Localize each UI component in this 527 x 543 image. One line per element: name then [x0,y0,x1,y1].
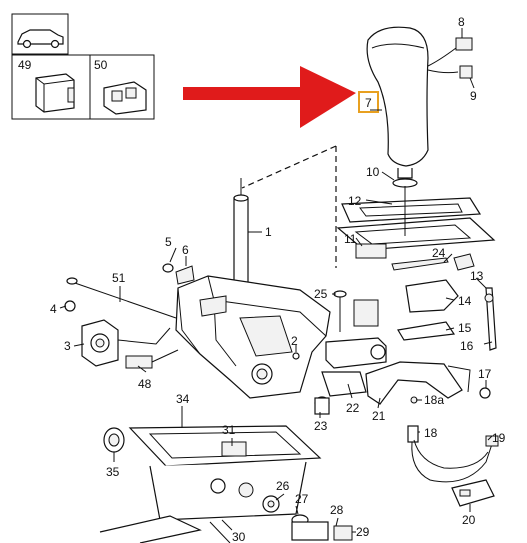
switch-50 [103,81,147,115]
callout-34: 34 [176,392,190,406]
car-icon [17,29,64,49]
gear-knob [366,26,429,179]
callout-2: 2 [291,334,298,348]
callout-8: 8 [458,15,465,29]
callout-7: 7 [365,96,372,110]
callout-18a: 18a [424,393,444,407]
leader-lines [59,28,493,533]
callout-3: 3 [64,339,71,353]
callout-17: 17 [478,367,492,381]
callout-27: 27 [295,492,309,506]
red-arrow [183,66,356,128]
bracket-and-switch [365,361,499,507]
callout-31: 31 [222,423,236,437]
connector-8-9 [427,37,473,79]
callout-48: 48 [138,377,152,391]
callout-6: 6 [182,243,189,257]
callout-12: 12 [348,194,362,208]
callout-11: 11 [344,232,357,246]
callout-35: 35 [106,465,120,479]
gate-covers [397,253,497,351]
label-49: 49 [18,58,32,72]
callout-14: 14 [458,294,472,308]
lever-pivot-parts [292,290,387,415]
callout-20: 20 [462,513,476,527]
callout-9: 9 [470,89,477,103]
lower-console-parts [99,425,353,543]
highlight-box-7 [358,91,379,113]
dashed-guide-lines [241,145,337,268]
control-module-49 [35,73,75,113]
callout-16: 16 [460,339,474,353]
callout-30: 30 [232,530,246,543]
lock-solenoid-parts [64,277,179,369]
callout-51: 51 [112,271,126,285]
callout-24: 24 [432,246,446,260]
callout-4: 4 [50,302,57,316]
inset-panel: 49 50 [11,13,155,120]
selector-housing [175,275,331,399]
small-fasteners [162,263,195,285]
callout-labels: 1 2 3 4 5 6 7 8 9 10 11 12 13 14 15 16 1… [50,15,506,543]
callout-29: 29 [356,525,370,539]
callout-15: 15 [458,321,472,335]
callout-23: 23 [314,419,328,433]
callout-5: 5 [165,235,172,249]
callout-28: 28 [330,503,344,517]
label-50: 50 [94,58,108,72]
callout-21: 21 [372,409,386,423]
callout-25: 25 [314,287,328,301]
callout-18: 18 [424,426,438,440]
callout-19: 19 [492,431,506,445]
callout-13: 13 [470,269,484,283]
knob-mount-parts [336,178,496,271]
callout-26: 26 [276,479,290,493]
callout-1: 1 [265,225,272,239]
callout-22: 22 [346,401,360,415]
callout-10: 10 [366,165,380,179]
